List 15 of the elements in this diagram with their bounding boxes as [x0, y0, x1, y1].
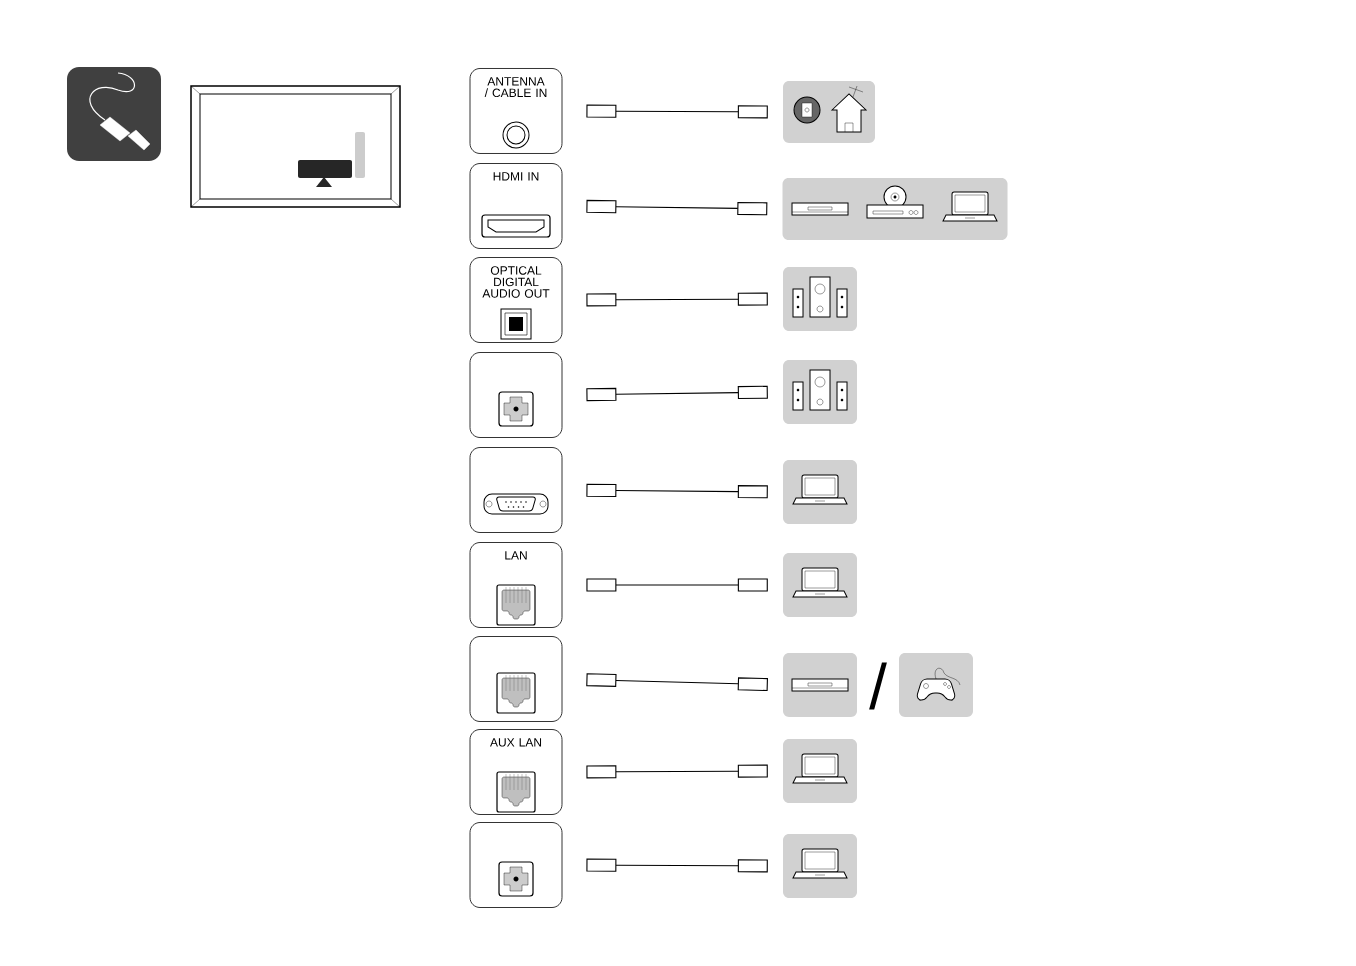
cable	[586, 483, 768, 499]
cable	[586, 764, 768, 779]
cable	[586, 199, 768, 216]
cable	[586, 578, 768, 592]
slash-separator: /	[869, 662, 887, 710]
port-box: ANTENNA / CABLE IN	[469, 68, 563, 154]
port-box: LAN	[469, 542, 563, 628]
cable	[586, 673, 768, 692]
port-box: AUX LAN	[469, 729, 563, 815]
cable	[586, 292, 768, 307]
cable	[586, 385, 768, 402]
port-box: HDMI IN	[469, 163, 563, 249]
cable	[586, 858, 768, 873]
cable	[586, 104, 768, 119]
port-box: OPTICAL DIGITAL AUDIO OUT	[469, 257, 563, 343]
